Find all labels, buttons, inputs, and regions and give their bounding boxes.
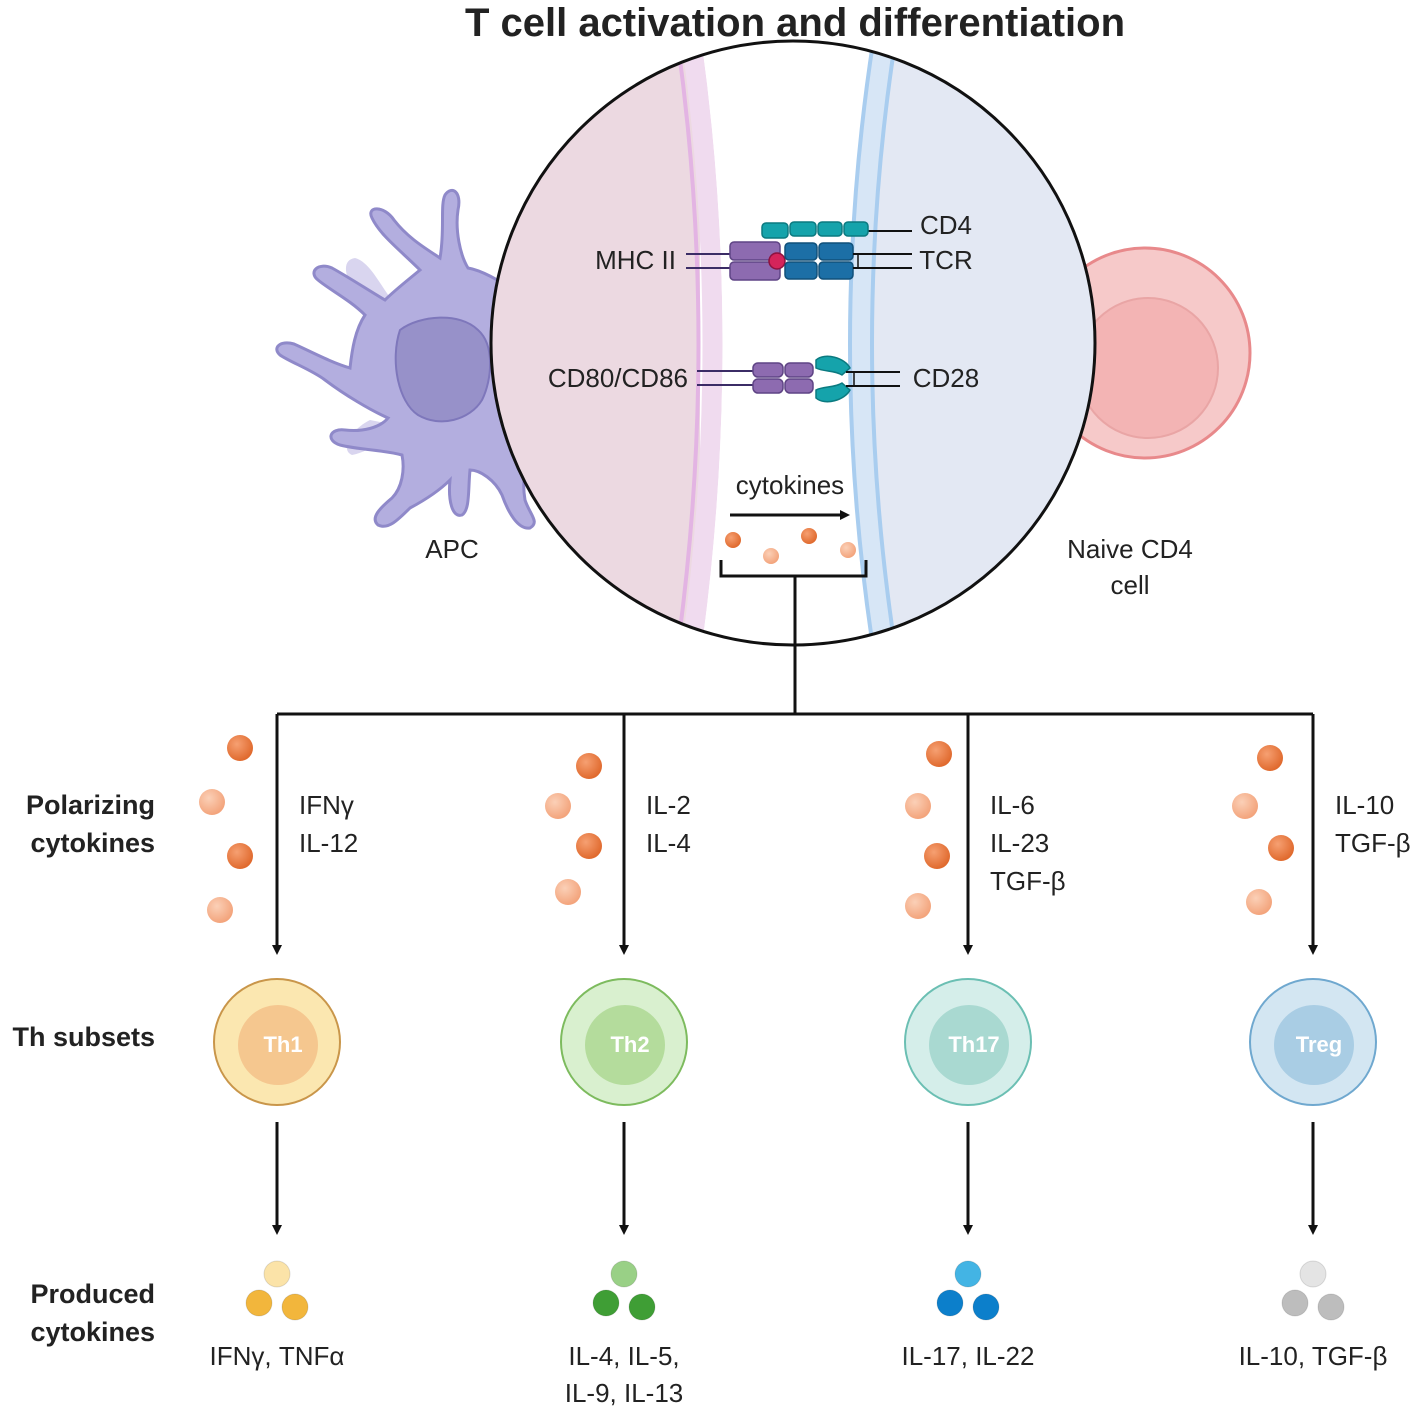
- cd80-cd86-label: CD80/CD86: [548, 363, 688, 393]
- tcr-molecule: [784, 242, 912, 280]
- cytokine-dot: [801, 528, 817, 544]
- produced-cytokine-dot: [628, 1293, 656, 1321]
- apc-cell: [275, 189, 547, 530]
- produced-cytokine-dot: [245, 1289, 273, 1317]
- polarizing-cytokine-dot: [1246, 889, 1272, 915]
- row-label-produced-line2: cytokines: [30, 1317, 155, 1347]
- polarizing-cytokine-dot: [555, 879, 581, 905]
- naive-cell-label-line2: cell: [1110, 570, 1149, 600]
- th2-label: Th2: [610, 1032, 649, 1057]
- cd80-cd86-molecule: [697, 362, 814, 394]
- polarizing-cytokine-dot: [207, 897, 233, 923]
- immunological-synapse: [489, 39, 1097, 647]
- polarizing-cytokine-dot: [905, 793, 931, 819]
- page-title: T cell activation and differentiation: [465, 1, 1125, 45]
- polarizing-cytokine-label: IL-2: [646, 790, 691, 820]
- polarizing-cytokine-dot: [905, 893, 931, 919]
- polarizing-cytokine-dot: [227, 735, 253, 761]
- produced-cytokine-dot: [936, 1289, 964, 1317]
- mhc-ii-molecule: [686, 241, 786, 281]
- polarizing-cytokine-dot: [1232, 793, 1258, 819]
- th2-nucleus: [585, 1005, 665, 1085]
- polarizing-cytokine-label: IL-10: [1335, 790, 1394, 820]
- cd4-label: CD4: [920, 210, 972, 240]
- polarizing-cytokine-label: IL-12: [299, 828, 358, 858]
- cytokine-dot: [840, 542, 856, 558]
- produced-cytokine-dot: [592, 1289, 620, 1317]
- naive-cell-label-line1: Naive CD4: [1067, 534, 1193, 564]
- cytokines-label: cytokines: [736, 470, 844, 500]
- polarizing-cytokine-dot: [576, 753, 602, 779]
- polarizing-cytokine-label: IL-6: [990, 790, 1035, 820]
- produced-cytokine-dot: [281, 1293, 309, 1321]
- produced-cytokine-label: IL-10, TGF-β: [1239, 1341, 1388, 1371]
- produced-cytokine-dot: [954, 1260, 982, 1288]
- row-label-produced-line1: Produced: [30, 1279, 155, 1309]
- th17-nucleus: [929, 1005, 1009, 1085]
- produced-cytokine-dot: [263, 1260, 291, 1288]
- polarizing-cytokine-label: IFNγ: [299, 790, 354, 820]
- th1-label: Th1: [263, 1032, 302, 1057]
- treg-label: Treg: [1296, 1032, 1342, 1057]
- produced-cytokine-label: IL-9, IL-13: [565, 1378, 684, 1408]
- row-label-polarizing-line1: Polarizing: [26, 790, 155, 820]
- produced-cytokine-dot: [1299, 1260, 1327, 1288]
- apc-label: APC: [425, 534, 478, 564]
- polarizing-cytokine-label: IL-23: [990, 828, 1049, 858]
- produced-cytokine-label: IL-4, IL-5,: [568, 1341, 679, 1371]
- produced-cytokine-label: IFNγ, TNFα: [210, 1341, 345, 1371]
- th1-nucleus: [238, 1005, 318, 1085]
- polarizing-cytokine-dot: [199, 789, 225, 815]
- cd4-molecule: [761, 221, 912, 239]
- cd28-molecule: [815, 355, 900, 403]
- mhc-ii-label: MHC II: [595, 245, 676, 275]
- produced-cytokine-dot: [610, 1260, 638, 1288]
- produced-cytokine-dot: [1281, 1289, 1309, 1317]
- cd28-label: CD28: [913, 363, 979, 393]
- polarizing-cytokine-dot: [227, 843, 253, 869]
- row-label-polarizing-line2: cytokines: [30, 828, 155, 858]
- tcr-label: TCR: [919, 245, 972, 275]
- th17-label: Th17: [948, 1032, 999, 1057]
- polarizing-cytokine-label: IL-4: [646, 828, 691, 858]
- produced-cytokine-dot: [1317, 1293, 1345, 1321]
- cytokine-dot: [763, 548, 779, 564]
- polarizing-cytokine-dot: [1268, 835, 1294, 861]
- polarizing-cytokine-dot: [1257, 745, 1283, 771]
- treg-nucleus: [1274, 1005, 1354, 1085]
- polarizing-cytokine-dot: [545, 793, 571, 819]
- polarizing-cytokine-label: TGF-β: [1335, 828, 1411, 858]
- polarizing-cytokine-dot: [924, 843, 950, 869]
- row-label-th-subsets: Th subsets: [12, 1022, 155, 1052]
- differentiation-tree: [277, 576, 1313, 716]
- polarizing-cytokine-dot: [576, 833, 602, 859]
- polarizing-cytokine-dot: [926, 741, 952, 767]
- cytokine-dot: [725, 532, 741, 548]
- produced-cytokine-dot: [972, 1293, 1000, 1321]
- produced-cytokine-label: IL-17, IL-22: [902, 1341, 1035, 1371]
- polarizing-cytokine-label: TGF-β: [990, 866, 1066, 896]
